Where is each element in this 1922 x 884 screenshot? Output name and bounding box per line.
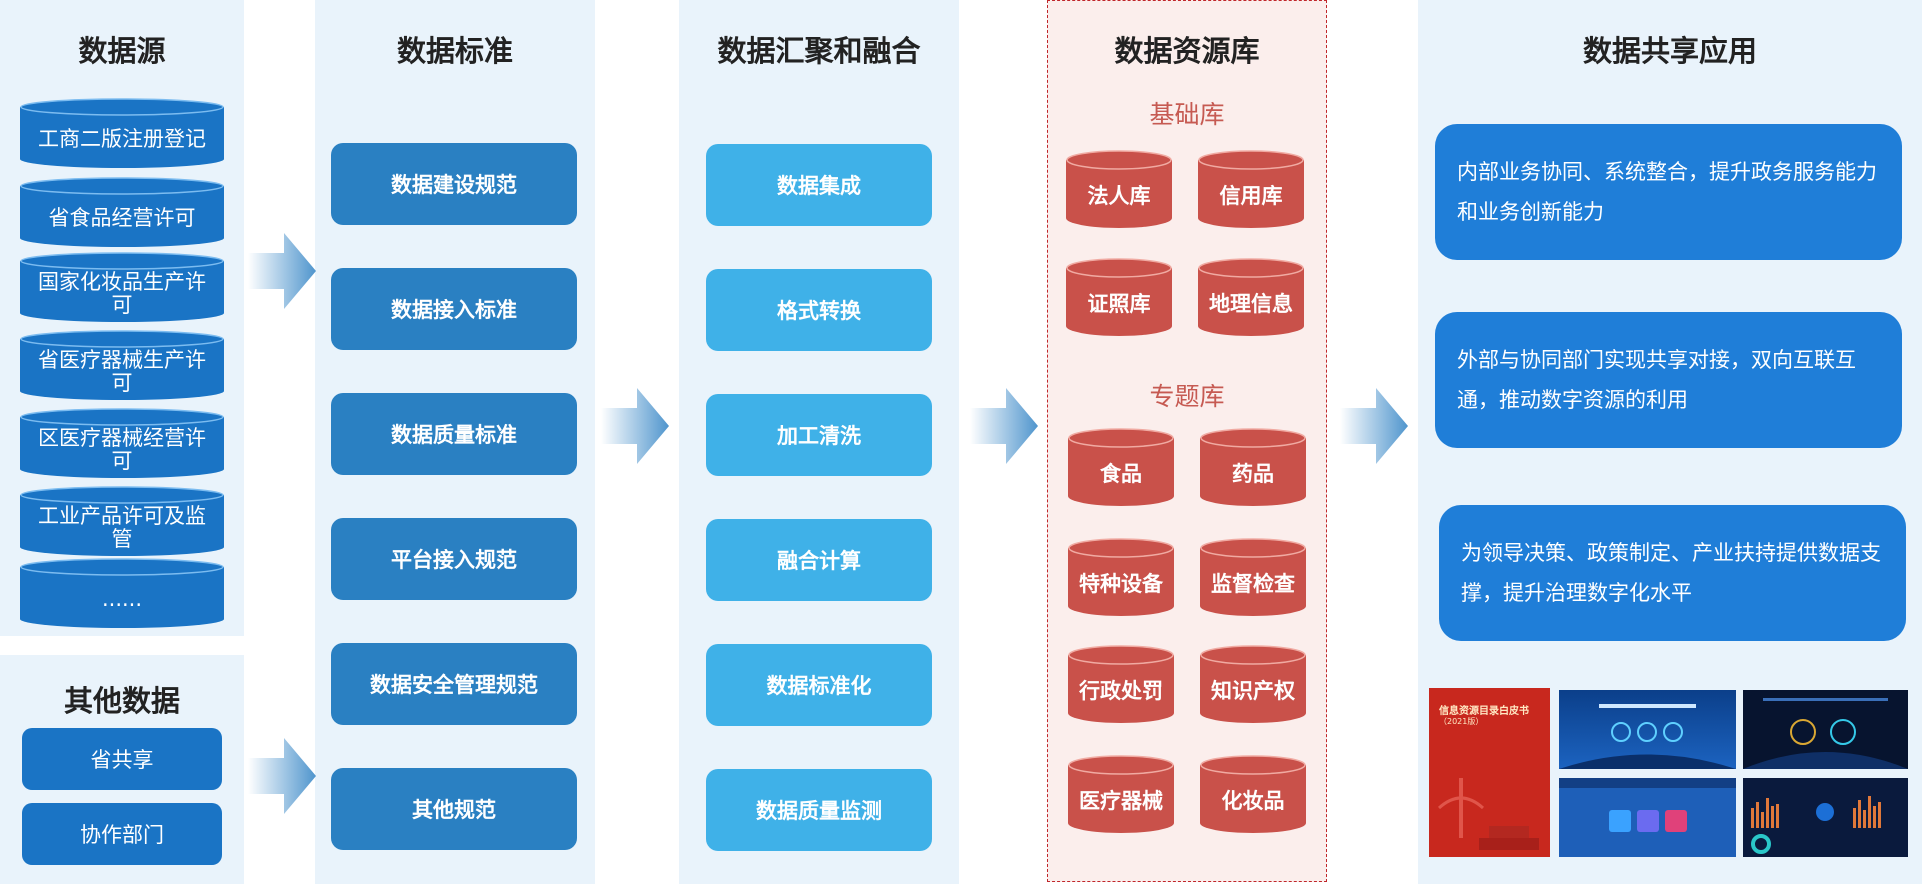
- topic-library-cylinder-label: 化妆品: [1221, 789, 1285, 814]
- other-data-title: 其他数据: [63, 684, 180, 718]
- aggregation-item: 格式转换: [706, 269, 932, 351]
- topic-library-cylinder-label: 特种设备: [1079, 572, 1163, 597]
- topic-library-cylinder-label: 行政处罚: [1079, 679, 1163, 704]
- source-db-cylinder: 工商二版注册登记: [20, 98, 224, 168]
- topic-library-cylinder-label: 医疗器械: [1079, 789, 1163, 814]
- source-db-cylinder: ......: [20, 558, 224, 628]
- topic-library-cylinder-label: 药品: [1232, 462, 1274, 487]
- source-db-cylinder-label: ......: [101, 587, 143, 612]
- share-app-item: 外部与协同部门实现共享对接，双向互联互通，推动数字资源的利用: [1435, 312, 1902, 448]
- source-db-cylinder-label: 工商二版注册登记: [38, 127, 206, 152]
- source-db-cylinder-label: 省医疗器械生产许可: [38, 348, 206, 395]
- dashboard-screenshot-image: [1559, 778, 1736, 857]
- source-db-cylinder: 工业产品许可及监管: [20, 486, 224, 556]
- standard-item: 数据接入标准: [331, 268, 577, 350]
- source-db-cylinder-label: 区医疗器械经营许可: [38, 426, 206, 473]
- source-db-cylinder: 国家化妆品生产许可: [20, 252, 224, 322]
- dashboard-screenshot-image: [1743, 690, 1908, 769]
- base-library-cylinder: 信用库: [1198, 150, 1304, 228]
- topic-library-cylinder: 医疗器械: [1068, 755, 1174, 833]
- aggregation-item: 加工清洗: [706, 394, 932, 476]
- topic-library-title: 专题库: [1149, 382, 1225, 411]
- source-title: 数据源: [78, 34, 166, 68]
- topic-library-cylinder: 特种设备: [1068, 538, 1174, 616]
- other-data-item: 省共享: [22, 728, 222, 790]
- topic-library-cylinder: 知识产权: [1200, 645, 1306, 723]
- source-db-cylinder-label: 国家化妆品生产许可: [38, 270, 206, 317]
- standard-title: 数据标准: [396, 34, 513, 68]
- resource-title: 数据资源库: [1114, 34, 1260, 68]
- base-library-cylinder: 法人库: [1066, 150, 1172, 228]
- share-title: 数据共享应用: [1582, 34, 1757, 68]
- topic-library-cylinder-label: 知识产权: [1211, 679, 1295, 704]
- flow-arrow-icon: [248, 738, 316, 814]
- aggregation-item: 数据标准化: [706, 644, 932, 726]
- topic-library-cylinder-label: 监督检查: [1211, 572, 1295, 597]
- topic-library-cylinder: 药品: [1200, 428, 1306, 506]
- flow-arrow-icon: [248, 233, 316, 309]
- base-library-title: 基础库: [1149, 100, 1225, 129]
- standard-item: 其他规范: [331, 768, 577, 850]
- topic-library-cylinder: 化妆品: [1200, 755, 1306, 833]
- cover-title: 信息资源目录白皮书: [1439, 706, 1529, 717]
- flow-arrow-icon: [1340, 388, 1408, 464]
- share-app-item: 内部业务协同、系统整合，提升政务服务能力和业务创新能力: [1435, 124, 1902, 260]
- base-library-cylinder: 地理信息: [1198, 258, 1304, 336]
- source-db-cylinder: 省食品经营许可: [20, 177, 224, 247]
- aggregation-title: 数据汇聚和融合: [717, 34, 921, 68]
- standard-item: 数据安全管理规范: [331, 643, 577, 725]
- source-db-cylinder: 省医疗器械生产许可: [20, 330, 224, 400]
- topic-library-cylinder-label: 食品: [1100, 462, 1142, 487]
- aggregation-item: 数据质量监测: [706, 769, 932, 851]
- dashboard-screenshot-image: [1743, 778, 1908, 857]
- other-data-item: 协作部门: [22, 803, 222, 865]
- base-library-cylinder-label: 法人库: [1087, 184, 1151, 209]
- dashboard-screenshot-image: [1559, 690, 1736, 769]
- cover-decoration-icon: [1437, 778, 1539, 850]
- topic-library-cylinder: 行政处罚: [1068, 645, 1174, 723]
- whitepaper-cover-image: 信息资源目录白皮书 （2021版）: [1429, 688, 1550, 857]
- source-db-cylinder-label: 工业产品许可及监管: [38, 504, 206, 551]
- source-db-cylinder: 区医疗器械经营许可: [20, 408, 224, 478]
- topic-library-cylinder: 监督检查: [1200, 538, 1306, 616]
- base-library-cylinder-label: 地理信息: [1209, 292, 1293, 317]
- flow-arrow-icon: [970, 388, 1038, 464]
- flow-arrow-icon: [601, 388, 669, 464]
- aggregation-item: 融合计算: [706, 519, 932, 601]
- base-library-cylinder-label: 信用库: [1219, 184, 1283, 209]
- base-library-cylinder-label: 证照库: [1087, 292, 1151, 317]
- aggregation-item: 数据集成: [706, 144, 932, 226]
- standard-item: 数据建设规范: [331, 143, 577, 225]
- cover-year: （2021版）: [1439, 717, 1484, 726]
- standard-item: 平台接入规范: [331, 518, 577, 600]
- base-library-cylinder: 证照库: [1066, 258, 1172, 336]
- source-db-cylinder-label: 省食品经营许可: [48, 206, 196, 231]
- standard-item: 数据质量标准: [331, 393, 577, 475]
- share-app-item: 为领导决策、政策制定、产业扶持提供数据支撑，提升治理数字化水平: [1439, 505, 1906, 641]
- topic-library-cylinder: 食品: [1068, 428, 1174, 506]
